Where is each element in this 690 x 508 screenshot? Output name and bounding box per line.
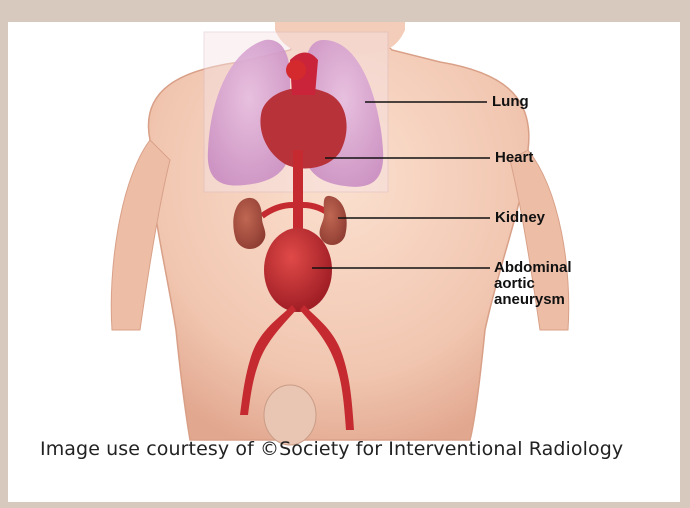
label-lung: Lung xyxy=(492,94,529,110)
aneurysm xyxy=(264,228,332,312)
label-heart: Heart xyxy=(495,150,533,166)
label-aneurysm-line2: aortic xyxy=(494,276,572,292)
label-aneurysm-line3: aneurysm xyxy=(494,292,572,308)
label-kidney: Kidney xyxy=(495,210,545,226)
groin xyxy=(264,385,316,445)
label-aneurysm-line1: Abdominal xyxy=(494,260,572,276)
aortic-arch xyxy=(286,60,306,80)
label-aneurysm: Abdominal aortic aneurysm xyxy=(494,260,572,308)
image-caption: Image use courtesy of ©Society for Inter… xyxy=(40,438,670,460)
